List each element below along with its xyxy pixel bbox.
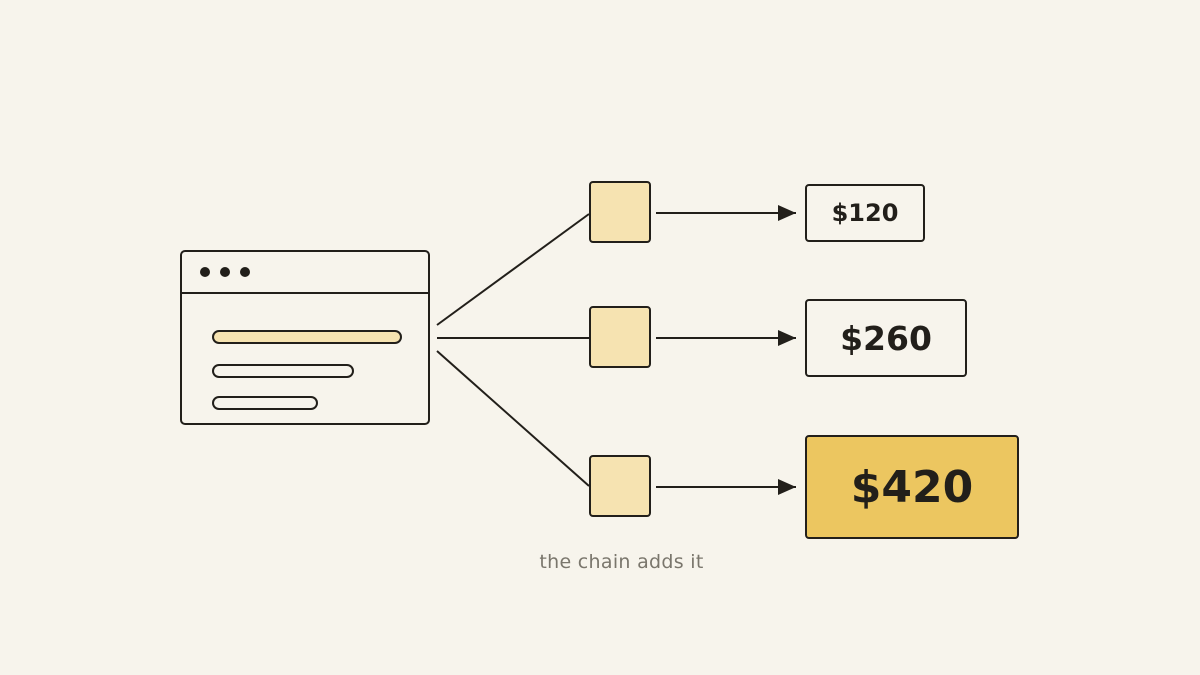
- result-box-highlighted: $420: [805, 435, 1019, 539]
- result-value: $420: [850, 461, 974, 513]
- browser-window-icon: [180, 250, 430, 425]
- content-bar: [212, 364, 354, 378]
- window-dot-icon: [220, 267, 230, 277]
- step-box-top: [589, 181, 651, 243]
- window-titlebar: [182, 252, 428, 294]
- content-bar-highlighted: [212, 330, 402, 344]
- result-box-medium: $260: [805, 299, 967, 377]
- result-value: $120: [831, 199, 899, 227]
- result-box-small: $120: [805, 184, 925, 242]
- content-bar: [212, 396, 318, 410]
- window-dot-icon: [240, 267, 250, 277]
- step-box-bottom: [589, 455, 651, 517]
- step-box-middle: [589, 306, 651, 368]
- caption: the chain adds it: [539, 551, 704, 573]
- window-dot-icon: [200, 267, 210, 277]
- fan-line-bottom: [436, 350, 590, 487]
- fan-line-top: [436, 213, 590, 326]
- result-value: $260: [840, 318, 932, 358]
